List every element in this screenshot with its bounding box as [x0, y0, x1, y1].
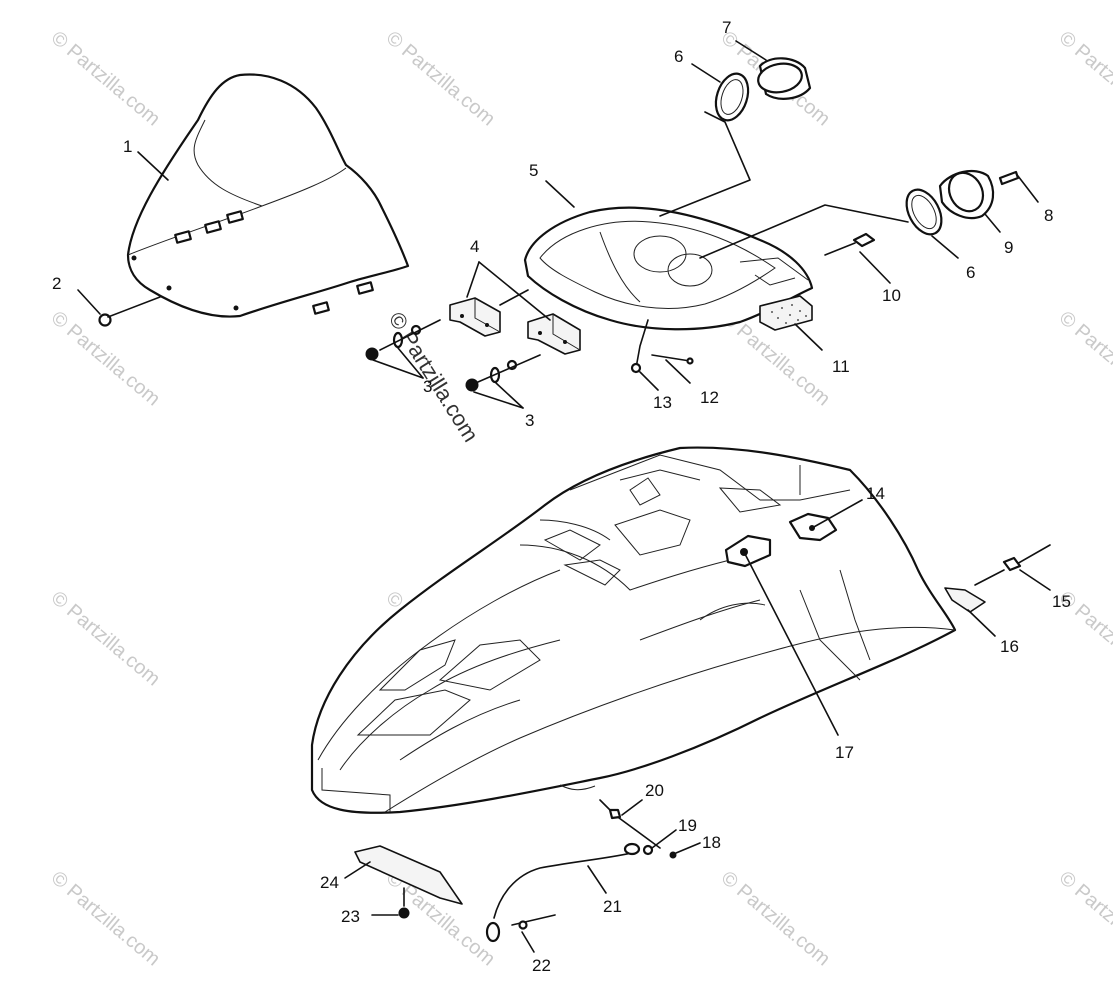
callout-2: 2 — [52, 274, 61, 293]
watermark-center: © Partzilla.com — [384, 307, 484, 446]
fasteners-part-3 — [365, 319, 541, 409]
callout-5: 5 — [529, 161, 538, 180]
watermark: © Partzilla.com — [47, 867, 164, 970]
callout-24: 24 — [320, 873, 339, 892]
clip-part-15-16 — [944, 544, 1051, 637]
watermark: © Partzilla.com — [1055, 867, 1113, 970]
callout-15: 15 — [1052, 592, 1071, 611]
callout-16: 16 — [1000, 637, 1019, 656]
callout-9: 9 — [1004, 238, 1013, 257]
callout-12: 12 — [700, 388, 719, 407]
callout-1: 1 — [123, 137, 132, 156]
callout-17: 17 — [835, 743, 854, 762]
watermark: © Partzilla.com — [47, 27, 164, 130]
console-part-5 — [523, 206, 814, 331]
callout-8: 8 — [1044, 206, 1053, 225]
callout-23: 23 — [341, 907, 360, 926]
callout-20: 20 — [645, 781, 664, 800]
callout-11: 11 — [832, 357, 850, 376]
callout-19: 19 — [678, 816, 697, 835]
windshield-part — [126, 73, 410, 318]
callout-3a: 3 — [423, 377, 432, 396]
hood-body — [310, 446, 957, 814]
callout-7: 7 — [722, 18, 731, 37]
screw-part-2 — [77, 289, 161, 327]
callout-21: 21 — [603, 897, 622, 916]
plate-part-24 — [344, 845, 463, 919]
callout-10: 10 — [882, 286, 901, 305]
gauge-part-7 — [659, 40, 812, 217]
foam-pad-part-11 — [759, 295, 823, 351]
callout-14: 14 — [866, 484, 885, 503]
watermark: © Partzilla.com — [1055, 27, 1113, 130]
brackets-part-4 — [449, 261, 581, 355]
harness-part-10 — [824, 232, 891, 284]
callout-6a: 6 — [674, 47, 683, 66]
watermark: © Partzilla.com — [1055, 307, 1113, 410]
callout-18: 18 — [702, 833, 721, 852]
callout-3b: 3 — [525, 411, 534, 430]
callout-labels: 1 2 3 3 4 5 6 6 7 8 9 10 11 12 13 14 15 … — [52, 18, 1071, 975]
callout-22: 22 — [532, 956, 551, 975]
inserts-part-14-17 — [724, 499, 863, 736]
watermark: © Partzilla.com — [382, 27, 499, 130]
bolt-part-12-13 — [630, 319, 694, 391]
callout-13: 13 — [653, 393, 672, 412]
watermark: © Partzilla.com — [717, 867, 834, 970]
callout-6b: 6 — [966, 263, 975, 282]
gauge-part-9 — [699, 169, 1039, 259]
watermark: © Partzilla.com — [47, 587, 164, 690]
callout-4: 4 — [470, 237, 479, 256]
cable-part-21 — [485, 799, 701, 953]
